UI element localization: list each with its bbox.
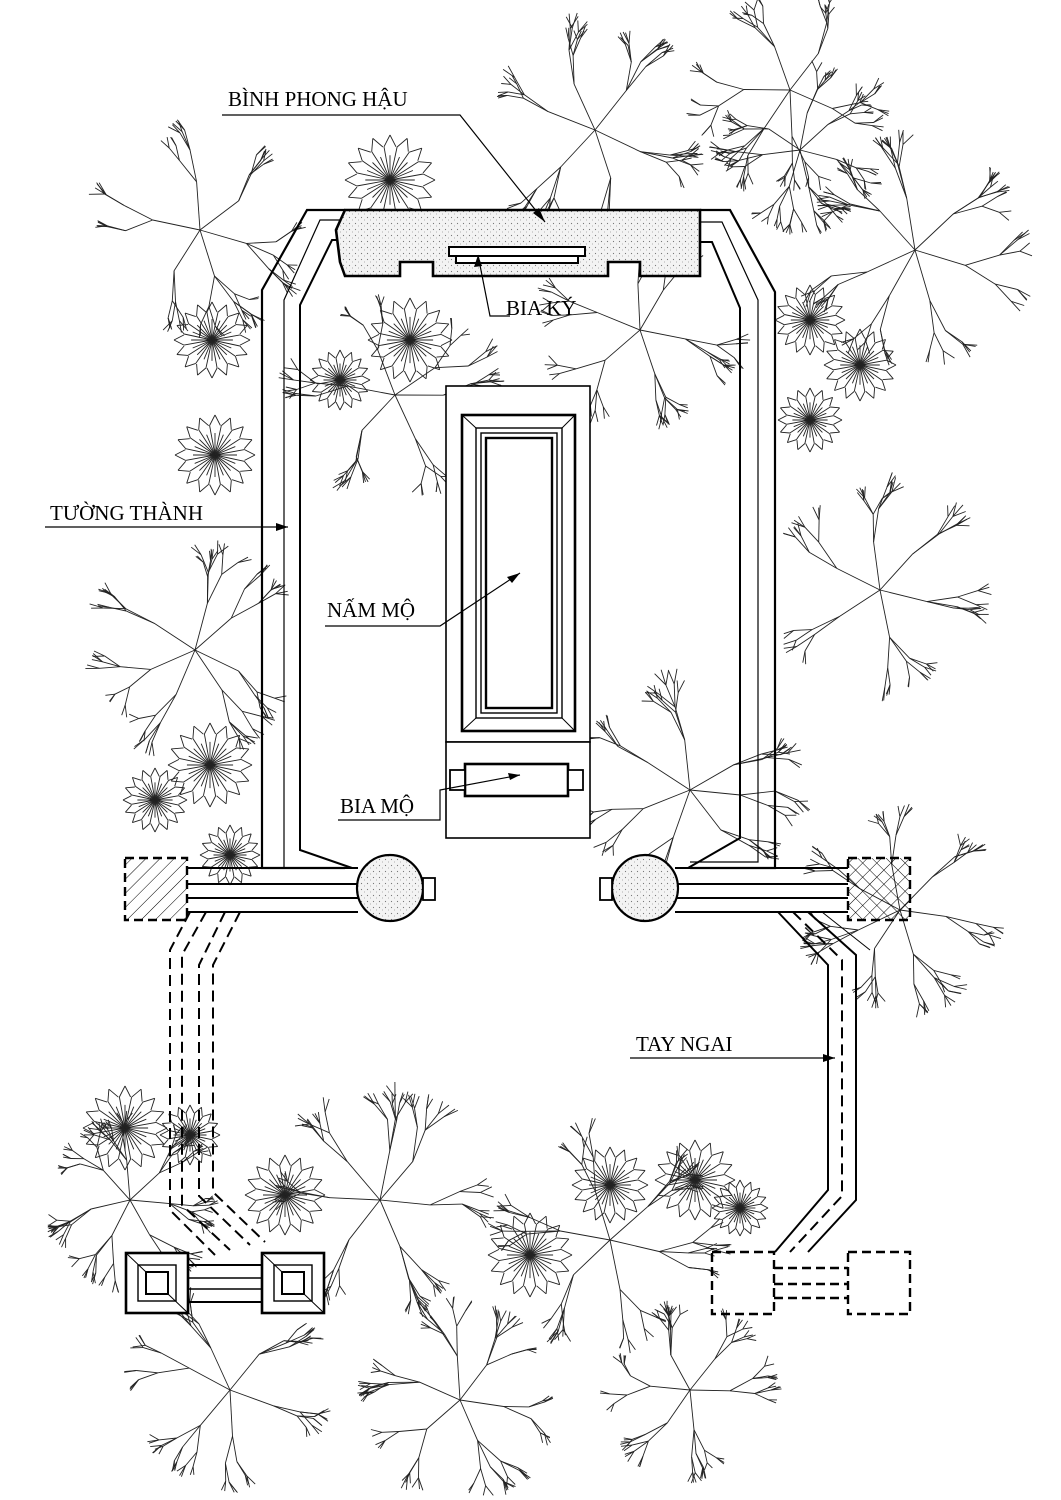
label-tay-ngai: TAY NGAI [636,1032,733,1056]
radial-shrub-icon [174,414,256,496]
branching-tree-icon [709,60,882,235]
label-tuong-thanh: TƯỜNG THÀNH [50,501,203,525]
trees-layer [47,0,1033,1496]
branching-tree-icon [686,0,890,192]
left-arm-wall [169,911,266,1256]
branching-tree-icon [357,1296,554,1496]
rear-screen [334,208,702,278]
stele-record [448,246,586,264]
radial-shrub-icon [367,297,453,383]
radial-shrub-icon [344,134,436,226]
label-bia-mo: BIA MỘ [340,794,414,818]
left-front-pillars [124,1251,326,1315]
right-arm-wall [774,911,871,1253]
radial-shrub-icon [487,1212,573,1298]
radial-shrub-icon [654,1139,736,1221]
branching-tree-icon [85,540,289,757]
label-binh-phong-hau: BÌNH PHONG HẬU [228,87,408,111]
branching-tree-icon [800,129,1033,366]
branching-tree-icon [782,472,992,702]
label-leaders [45,114,835,1059]
radial-shrub-icon [571,1146,649,1224]
radial-shrub-icon [173,301,251,379]
branching-tree-icon [487,1118,732,1354]
radial-shrub-icon [167,722,253,808]
radial-shrub-icon [711,1179,769,1237]
tomb-stele [445,741,591,839]
branching-tree-icon [124,1287,331,1493]
front-wall [187,867,848,913]
radial-shrub-icon [122,767,188,833]
radial-shrub-icon [774,284,846,356]
front-pillars [123,853,912,923]
radial-shrub-icon [823,328,897,402]
radial-shrub-icon [244,1154,326,1236]
radial-shrub-icon [309,349,371,411]
label-bia-ky: BIA KÝ [506,296,577,320]
label-nam-mo: NẤM MỘ [327,598,415,622]
radial-shrub-icon [82,1085,168,1171]
grave-mound [445,385,591,743]
branching-tree-icon [496,12,704,247]
radial-shrub-icon [777,387,843,453]
radial-shrub-icon [199,824,261,886]
leader-arrowheads [276,208,835,1062]
right-front-pillars [710,1250,912,1316]
branching-tree-icon [599,1300,782,1484]
